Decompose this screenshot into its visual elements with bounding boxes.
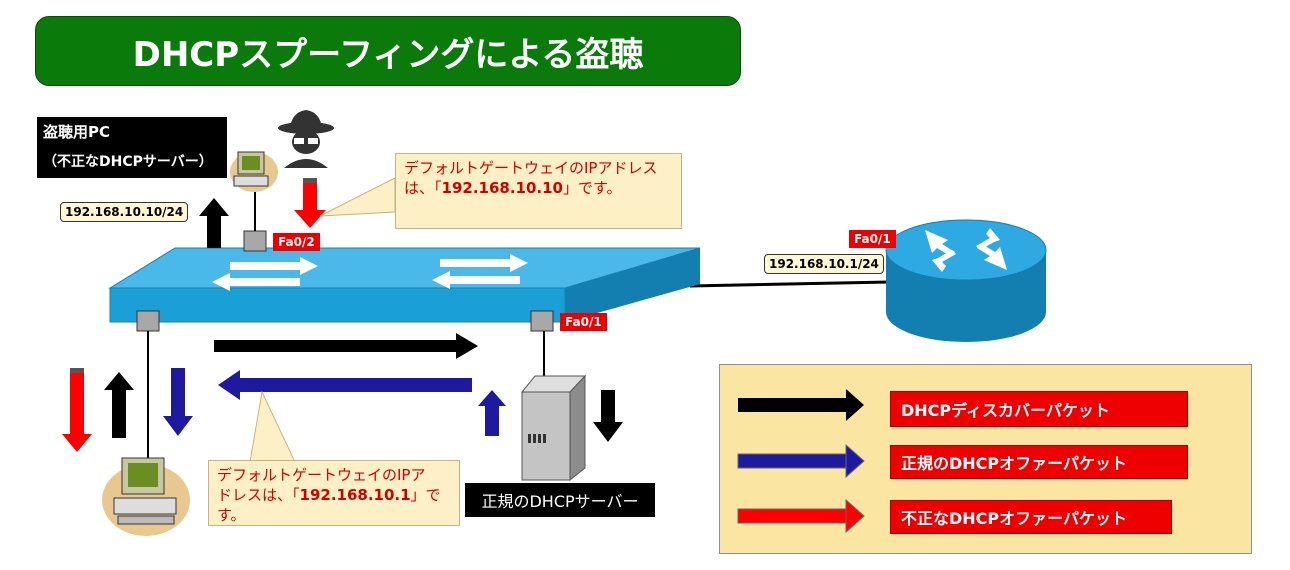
discover-arrow	[593, 390, 623, 442]
callout-legit-gateway: デフォルトゲートウェイのIPア ドレスは、「192.168.10.1」です。	[208, 460, 460, 526]
server-icon	[520, 374, 587, 482]
legend-arrow-discover	[738, 389, 864, 421]
router-ip: 192.168.10.1/24	[764, 254, 884, 274]
switch-icon	[108, 247, 701, 323]
callout-pointer	[249, 390, 296, 463]
callout-text: 」です。	[217, 486, 441, 524]
legend: DHCPディスカバーパケット 正規のDHCPオファーパケット 不正なDHCPオフ…	[719, 364, 1252, 554]
port-label-fa0-2: Fa0/2	[273, 233, 320, 251]
callout-text: 」です。	[562, 179, 622, 197]
pc-icon	[102, 457, 190, 536]
port-label-router: Fa0/1	[849, 230, 896, 248]
server-label: 正規のDHCPサーバー	[465, 483, 655, 517]
port-label-server: Fa0/1	[560, 313, 607, 331]
discover-arrow	[214, 333, 478, 359]
callout-line: デフォルトゲートウェイのIPアドレス	[404, 159, 658, 177]
legit-offer-arrow	[163, 368, 193, 436]
callout-ip: 192.168.10.10	[441, 179, 563, 197]
legend-arrow-legit	[737, 443, 865, 479]
legit-offer-arrow	[218, 370, 472, 400]
router-icon	[885, 219, 1047, 342]
port-fa0-1-box	[530, 310, 554, 332]
rogue-offer-arrow	[294, 178, 326, 228]
port-fa0-2-box	[243, 230, 267, 252]
legend-label-discover: DHCPディスカバーパケット	[890, 391, 1188, 427]
legend-label-legit: 正規のDHCPオファーパケット	[890, 445, 1188, 479]
legend-arrow-rogue	[737, 498, 865, 534]
callout-line: ドレスは、「192.168.10.1」です。	[217, 485, 451, 525]
rogue-pc-ip: 192.168.10.10/24	[60, 202, 189, 222]
callout-rogue-gateway: デフォルトゲートウェイのIPアドレス は、「192.168.10.10」です。	[395, 153, 682, 229]
page-title: DHCPスプーフィングによる盗聴	[35, 16, 741, 86]
callout-text: ドレスは、「	[217, 486, 300, 504]
discover-arrow	[199, 198, 229, 248]
rogue-pc-name: 盗聴用PC	[37, 117, 227, 145]
pc-icon	[230, 151, 278, 192]
callout-pointer	[319, 177, 396, 217]
callout-text: は、「	[404, 179, 442, 197]
discover-arrow	[104, 372, 134, 438]
callout-line: デフォルトゲートウェイのIPア	[217, 466, 426, 484]
legit-offer-arrow	[478, 390, 506, 436]
rogue-offer-arrow	[62, 368, 92, 452]
hacker-icon	[278, 110, 334, 168]
legend-arrows	[737, 389, 865, 534]
callout-line: は、「192.168.10.10」です。	[404, 178, 673, 198]
rogue-pc-role: （不正なDHCPサーバー）	[37, 145, 227, 178]
callout-ip: 192.168.10.1	[299, 486, 411, 504]
cable-switch-router	[689, 280, 891, 288]
port-left-box	[136, 310, 160, 332]
legend-label-rogue: 不正なDHCPオファーパケット	[890, 500, 1172, 534]
